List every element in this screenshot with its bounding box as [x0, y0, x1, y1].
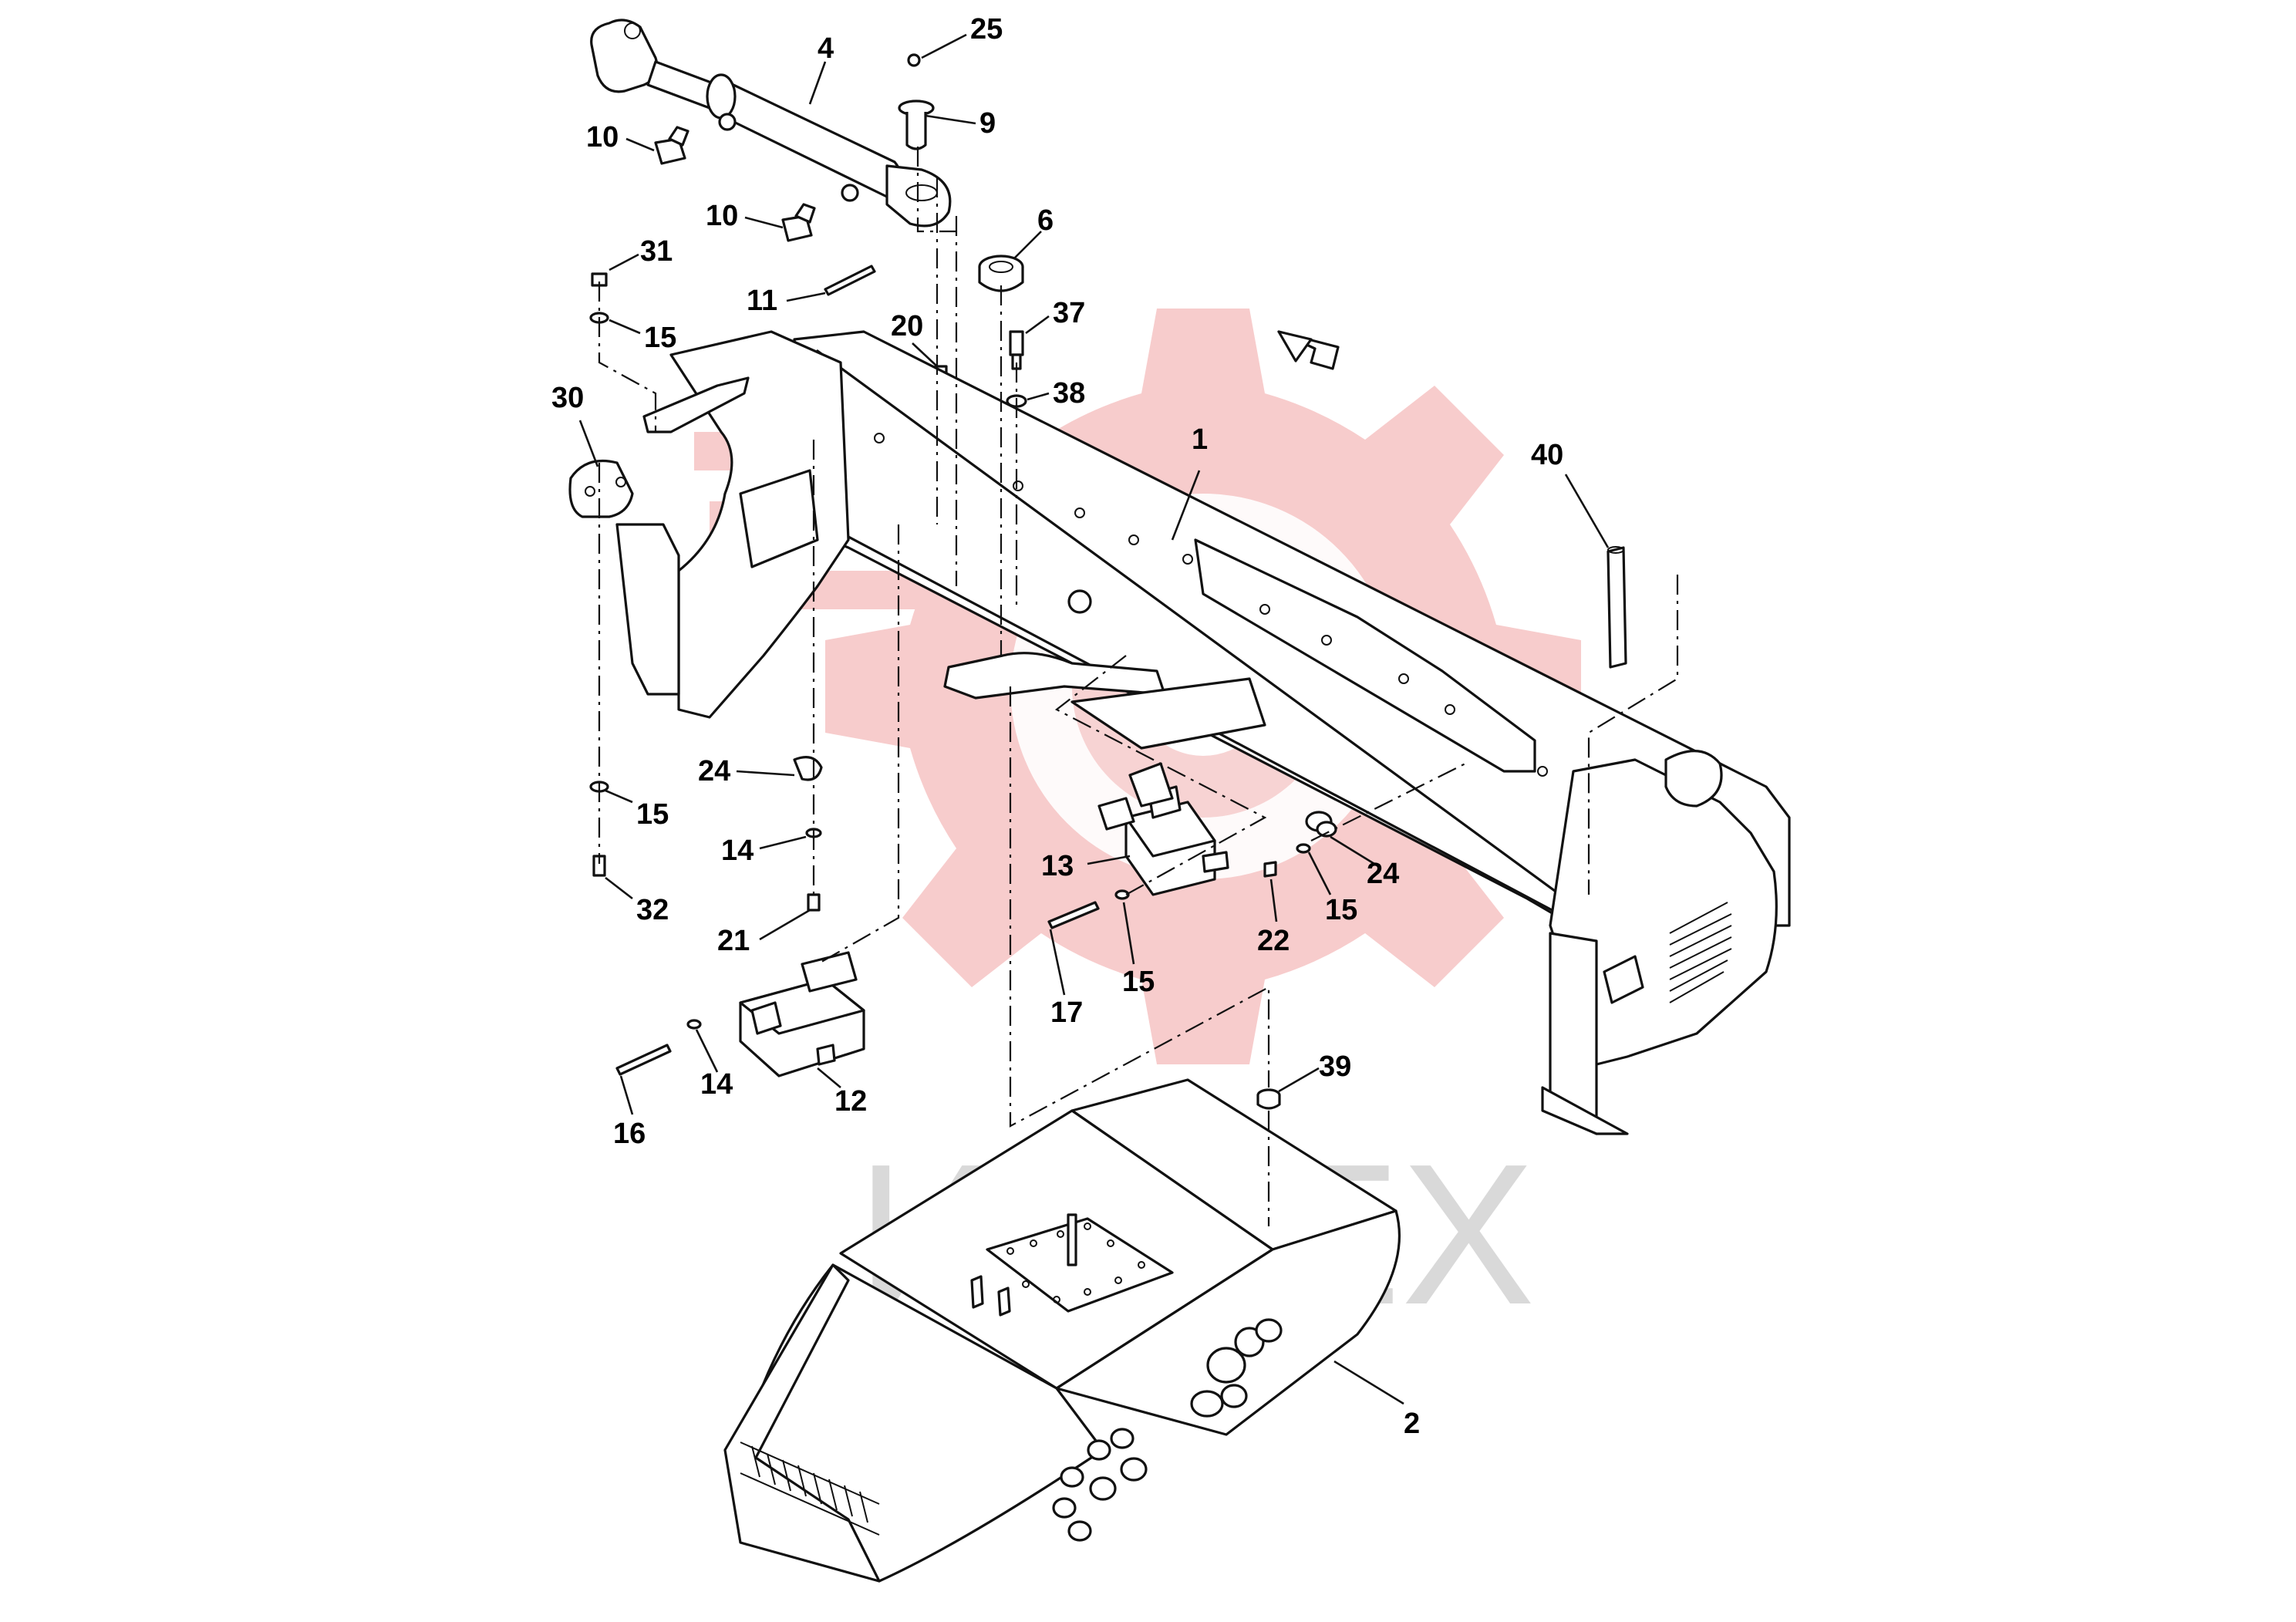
- bolt-37: [1009, 330, 1024, 370]
- callout-15-b: 15: [636, 798, 669, 831]
- callout-24-a: 24: [698, 755, 730, 787]
- rod-40: [1607, 546, 1627, 669]
- callout-22: 22: [1257, 925, 1290, 957]
- valve-13: [1097, 762, 1229, 896]
- callout-21: 21: [717, 925, 750, 957]
- callout-20: 20: [891, 310, 923, 342]
- clamp-24-b: [1305, 811, 1337, 838]
- callout-17: 17: [1050, 996, 1083, 1029]
- arrow-icon: [1277, 330, 1340, 370]
- callout-6: 6: [1037, 204, 1054, 237]
- callout-13: 13: [1041, 850, 1074, 882]
- callout-14-b: 14: [700, 1068, 733, 1101]
- fitting-10-b: [781, 203, 816, 242]
- bolt-22: [1263, 861, 1277, 878]
- callout-31: 31: [640, 235, 673, 268]
- callout-40: 40: [1531, 439, 1563, 471]
- callout-10-a: 10: [586, 121, 619, 153]
- callout-2: 2: [1404, 1408, 1420, 1440]
- callout-15-c: 15: [1325, 894, 1357, 926]
- callout-32: 32: [636, 894, 669, 926]
- washer-15-d: [1114, 889, 1130, 900]
- washer-15-c: [1296, 843, 1311, 854]
- clip-30: [568, 459, 634, 518]
- cover-bolts: [1006, 1222, 1145, 1303]
- callout-1: 1: [1192, 423, 1208, 456]
- dash-lines: [598, 147, 1679, 1226]
- callout-4: 4: [818, 32, 834, 65]
- callout-38: 38: [1053, 377, 1085, 410]
- spacer-39: [1256, 1088, 1281, 1110]
- callout-16: 16: [613, 1118, 646, 1150]
- pin-9: [898, 53, 935, 150]
- hydraulic-cylinder: [590, 19, 952, 228]
- callout-39: 39: [1319, 1050, 1351, 1083]
- step-teeth: [740, 1442, 880, 1536]
- callout-12: 12: [834, 1085, 867, 1118]
- callout-24-b: 24: [1367, 858, 1399, 890]
- bolt-21: [807, 893, 821, 912]
- boom-frame: [615, 330, 1791, 1135]
- bolt-16: [615, 1044, 672, 1076]
- valve-block-12: [739, 951, 865, 1077]
- clamp-24-a: [793, 756, 823, 781]
- callout-15-a: 15: [644, 322, 676, 354]
- callout-25: 25: [970, 13, 1003, 46]
- callout-15-d: 15: [1122, 966, 1155, 998]
- washer-14-b: [686, 1019, 702, 1030]
- callout-14-a: 14: [721, 835, 754, 867]
- bolt-32: [592, 855, 606, 877]
- callout-labels: 4 25 9 10 10 6 31 15 11 20 37 38 30 1 40…: [551, 13, 1563, 1440]
- bushing-6: [978, 255, 1024, 292]
- callout-9: 9: [979, 107, 996, 140]
- hose-fittings: [1052, 1318, 1283, 1542]
- bolt-17: [1047, 901, 1100, 929]
- vent-slots: [1669, 902, 1732, 1003]
- tank-housing-2: [723, 1078, 1401, 1583]
- roll-pin-11: [824, 265, 876, 296]
- callout-30: 30: [551, 382, 584, 414]
- bolt-31: [591, 272, 608, 287]
- frame-holes: [874, 433, 1548, 777]
- callout-10-b: 10: [706, 200, 738, 232]
- callout-leaders: [578, 33, 1610, 1405]
- callout-11: 11: [747, 285, 777, 317]
- fitting-10-a: [654, 126, 689, 165]
- callout-37: 37: [1053, 297, 1085, 329]
